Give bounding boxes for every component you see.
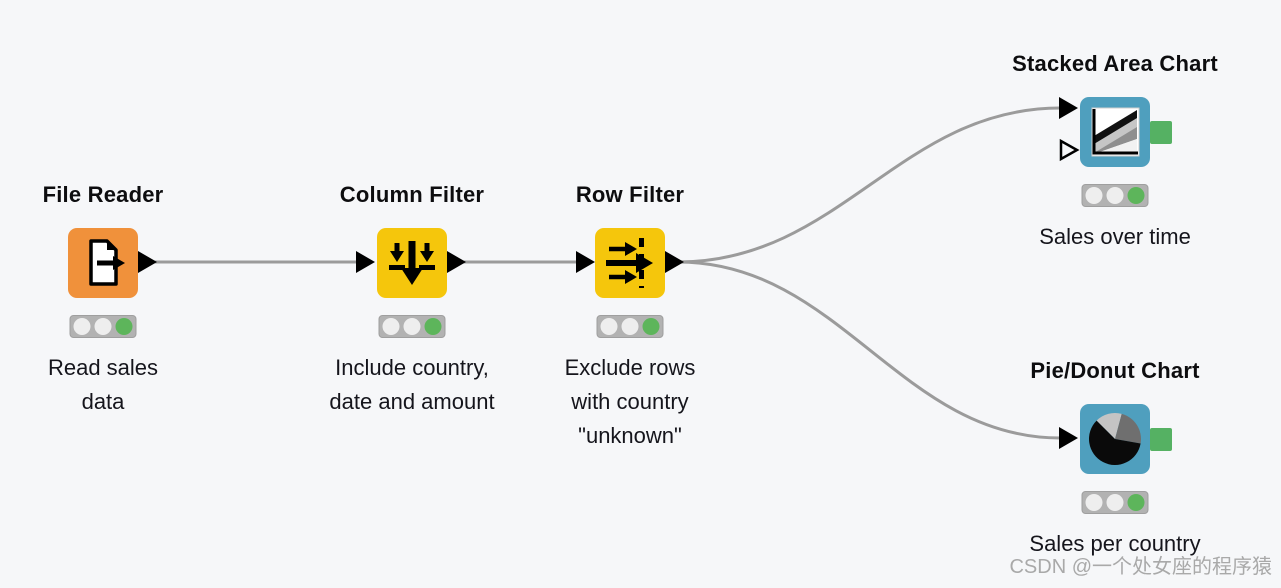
traffic-yellow-dot [94,318,112,335]
node-body[interactable] [595,228,665,298]
traffic-yellow-dot [403,318,421,335]
input-port[interactable] [1059,97,1078,119]
traffic-green-dot [1127,494,1145,511]
stacked-area-icon [1091,107,1140,157]
node-title[interactable]: Pie/Donut Chart [1030,358,1200,383]
traffic-light-status [1081,491,1149,514]
traffic-red-dot [1085,494,1103,511]
traffic-yellow-dot [1106,494,1124,511]
traffic-light-status [596,315,664,338]
traffic-yellow-dot [1106,187,1124,204]
view-output-port[interactable] [1150,428,1172,451]
node-body[interactable] [377,228,447,298]
node-row-filter: Row Filter Exclude rows with country "un… [565,182,696,448]
traffic-yellow-dot [621,318,639,335]
node-annotation[interactable]: Read sales data [47,355,159,414]
node-body[interactable] [1080,404,1150,474]
input-port[interactable] [1059,427,1078,449]
node-annotation[interactable]: Exclude rows with country "unknown" [564,355,696,448]
traffic-red-dot [382,318,400,335]
traffic-red-dot [600,318,618,335]
node-body[interactable] [68,228,138,298]
input-port[interactable] [576,251,595,273]
traffic-light-status [378,315,446,338]
traffic-light-status [1081,184,1149,207]
connection-wire[interactable] [677,106,1061,264]
traffic-red-dot [1085,187,1103,204]
traffic-red-dot [73,318,91,335]
node-title[interactable]: Row Filter [575,182,685,207]
traffic-green-dot [115,318,133,335]
node-title[interactable]: Stacked Area Chart [1012,51,1218,76]
watermark: CSDN @一个处女座的程序猿 [1009,556,1272,578]
output-port[interactable] [138,251,157,273]
traffic-green-dot [1127,187,1145,204]
node-stacked-area-chart: Stacked Area Chart Sales over time [1012,51,1218,249]
node-annotation[interactable]: Sales over time [1039,224,1191,249]
node-title[interactable]: File Reader [42,182,164,207]
node-title[interactable]: Column Filter [339,182,485,207]
node-pie-donut-chart: Pie/Donut Chart Sales per country [1029,358,1200,556]
node-annotation[interactable]: Include country, date and amount [329,355,495,414]
row-filter-icon [606,238,653,288]
view-output-port[interactable] [1150,121,1172,144]
node-body[interactable] [1080,97,1150,167]
node-column-filter: Column Filter Include country, date and … [329,182,494,414]
traffic-green-dot [424,318,442,335]
pie-chart-icon [1088,413,1141,465]
connection-wire[interactable] [677,260,1061,440]
traffic-green-dot [642,318,660,335]
column-filter-icon [389,241,435,285]
output-port[interactable] [665,251,684,273]
file-export-icon [89,239,125,286]
node-file-reader: File Reader Read sales data [43,182,164,414]
traffic-light-status [69,315,137,338]
node-annotation[interactable]: Sales per country [1029,531,1201,556]
optional-input-port[interactable] [1059,138,1080,162]
input-port[interactable] [356,251,375,273]
output-port[interactable] [447,251,466,273]
